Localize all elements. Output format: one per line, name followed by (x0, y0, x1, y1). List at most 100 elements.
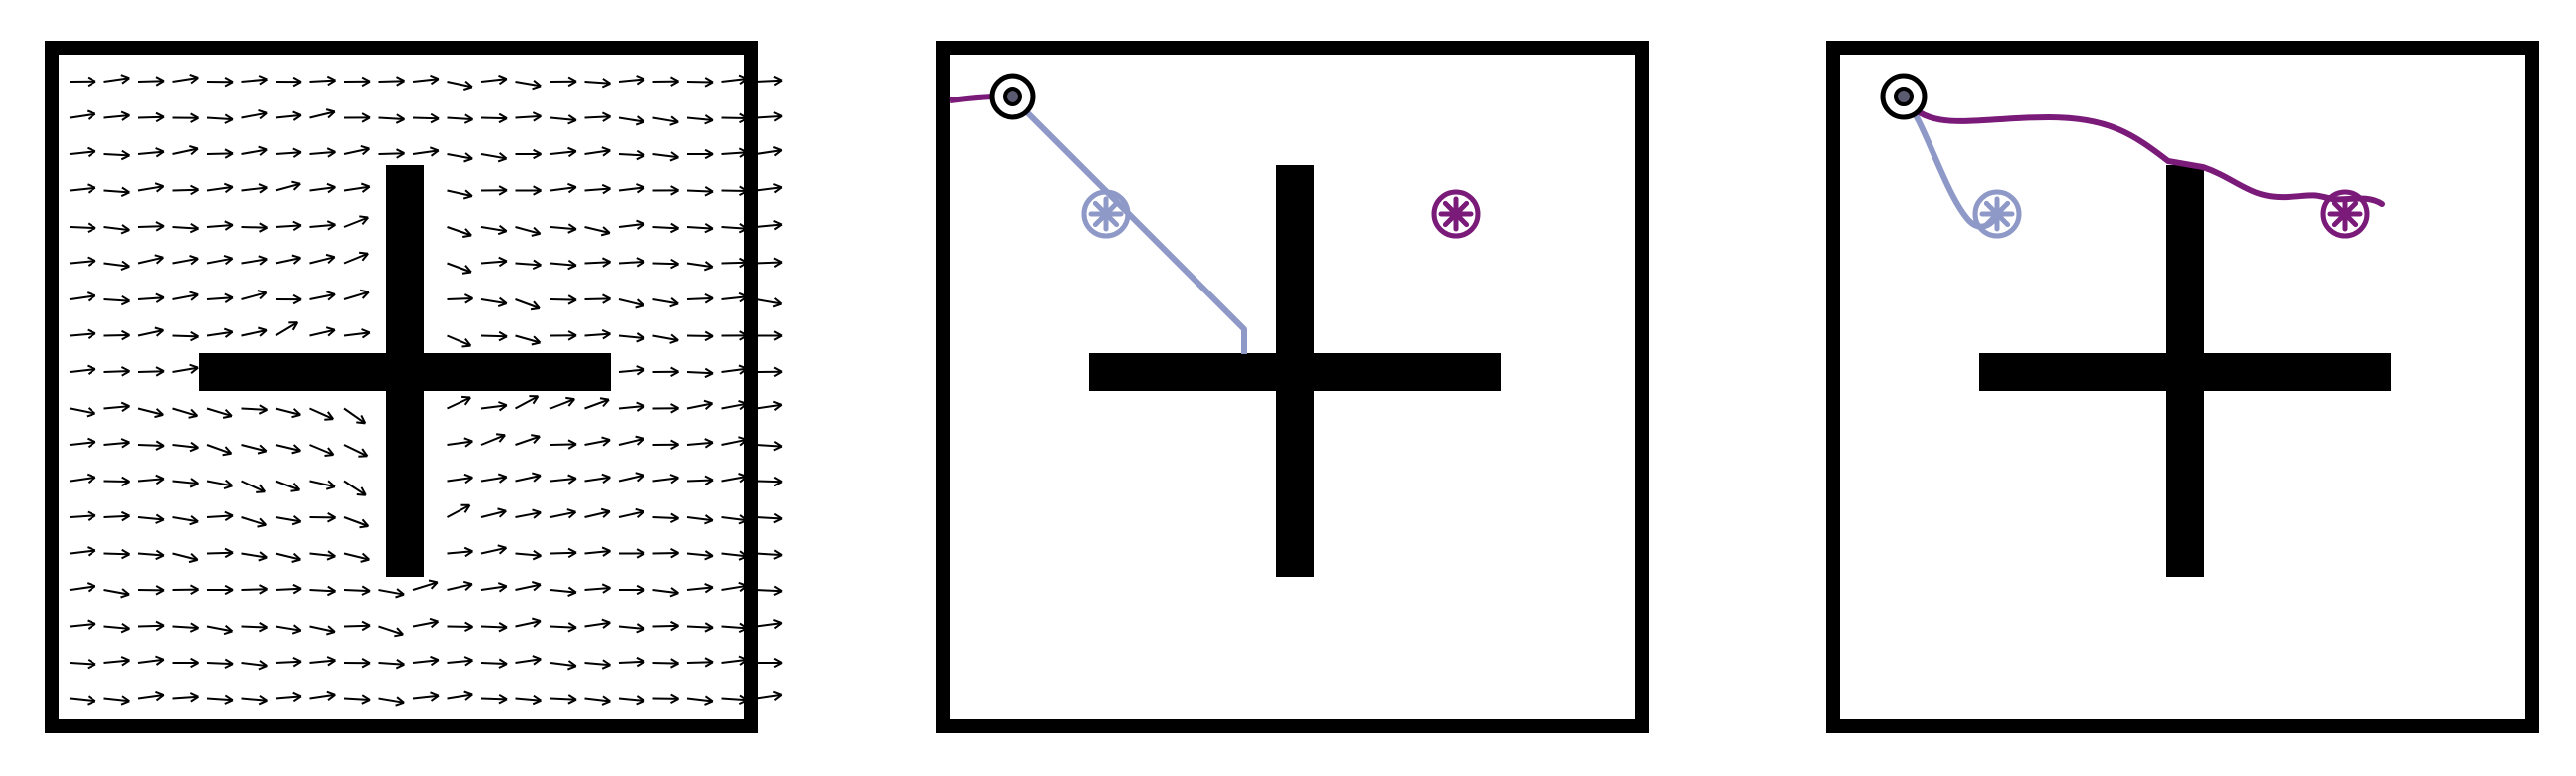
field-arrow-head (259, 444, 268, 453)
field-arrow-head (704, 190, 714, 197)
field-arrow (515, 658, 542, 664)
field-arrow (515, 81, 542, 88)
field-arrow-head (121, 553, 130, 560)
field-arrow-head (121, 441, 130, 449)
field-arrow-head (636, 401, 645, 407)
field-arrow-head (361, 216, 369, 226)
field-arrow (480, 509, 507, 518)
field-arrow-head (155, 111, 165, 118)
field-arrow (515, 583, 542, 591)
field-arrow-head (396, 659, 405, 666)
field-arrow-head (326, 291, 336, 295)
field-arrow-head (600, 507, 611, 513)
field-arrow-head (602, 149, 611, 157)
field-arrow-head (704, 119, 714, 125)
field-arrow-head (120, 366, 130, 372)
field-arrow (172, 444, 199, 449)
field-arrow-head (224, 77, 234, 84)
panel-trajectories-curved (1826, 41, 2539, 733)
field-arrow-head (292, 147, 302, 154)
field-arrow-head (87, 658, 96, 666)
field-arrow-head (224, 446, 233, 455)
field-arrow (721, 116, 748, 119)
field-arrow (618, 510, 644, 518)
field-arrow-head (327, 328, 336, 337)
field-arrow-head (601, 257, 611, 264)
field-arrow-head (258, 408, 268, 415)
field-arrow (103, 189, 130, 194)
field-arrow-head (601, 111, 611, 118)
field-arrow (172, 516, 199, 523)
field-arrow-head (636, 552, 645, 559)
field-arrow-head (361, 694, 371, 701)
field-arrow-head (773, 75, 783, 82)
field-arrow-head (533, 335, 542, 344)
panel-vector-field (45, 41, 783, 733)
field-arrow-head (567, 146, 577, 153)
field-arrow-head (636, 219, 645, 225)
field-arrow-head (567, 298, 577, 305)
field-arrow-head (773, 297, 783, 305)
field-arrow-head (361, 328, 371, 334)
field-arrow (686, 552, 713, 557)
field-arrow-head (498, 476, 508, 484)
field-arrow (206, 662, 234, 666)
field-arrow-head (259, 226, 268, 233)
field-arrow-head (120, 593, 130, 599)
field-arrow (618, 660, 645, 664)
field-arrow-head (189, 520, 199, 526)
field-arrow (103, 77, 130, 83)
field-arrow-head (189, 255, 199, 260)
field-arrow (755, 79, 783, 83)
field-arrow-head (324, 454, 334, 457)
field-arrow-head (670, 80, 679, 87)
field-arrow-head (773, 186, 783, 194)
field-arrow-head (635, 304, 644, 309)
field-arrow-head (121, 405, 130, 413)
field-arrow (309, 223, 336, 228)
field-arrow (206, 296, 233, 300)
panel-frame (1826, 41, 2539, 733)
field-arrow-head (396, 627, 404, 636)
field-arrow-head (87, 150, 96, 158)
field-arrow-head (497, 302, 508, 308)
field-arrow-head (224, 699, 234, 705)
field-arrow (241, 226, 268, 229)
field-arrow-head (430, 581, 439, 590)
field-arrow (309, 186, 336, 192)
field-arrow (549, 589, 576, 594)
field-arrow (755, 261, 783, 265)
field-arrow (309, 256, 335, 265)
field-arrow-head (601, 436, 611, 442)
field-arrow-head (292, 110, 302, 116)
field-arrow-head (430, 149, 440, 157)
field-arrow-head (739, 295, 748, 303)
field-arrow-head (190, 408, 199, 417)
field-arrow-head (360, 558, 370, 563)
field-arrow-head (533, 148, 542, 155)
field-arrow-head (567, 660, 577, 668)
field-arrow (584, 149, 611, 155)
field-arrow-head (361, 518, 370, 527)
field-arrow (103, 625, 130, 630)
field-arrow-head (601, 183, 611, 190)
goal-a-asterisk-circle-icon (1972, 189, 2022, 239)
field-arrow (69, 112, 95, 119)
field-arrow-head (531, 232, 541, 237)
field-arrow-head (738, 655, 748, 661)
field-arrow-head (497, 157, 507, 163)
field-arrow-head (704, 222, 714, 230)
field-arrow-head (495, 433, 506, 437)
field-arrow-head (773, 334, 783, 341)
field-arrow-head (464, 693, 473, 701)
field-arrow-head (670, 258, 680, 266)
obstacle-horizontal-bar (1089, 353, 1501, 391)
field-arrow-head (429, 617, 439, 623)
field-arrow (69, 260, 95, 265)
field-arrow (480, 298, 507, 305)
field-arrow (275, 182, 301, 192)
field-arrow-head (567, 114, 577, 121)
field-arrow-head (396, 113, 406, 120)
field-arrow-head (773, 585, 783, 593)
field-arrow-head (773, 622, 783, 630)
